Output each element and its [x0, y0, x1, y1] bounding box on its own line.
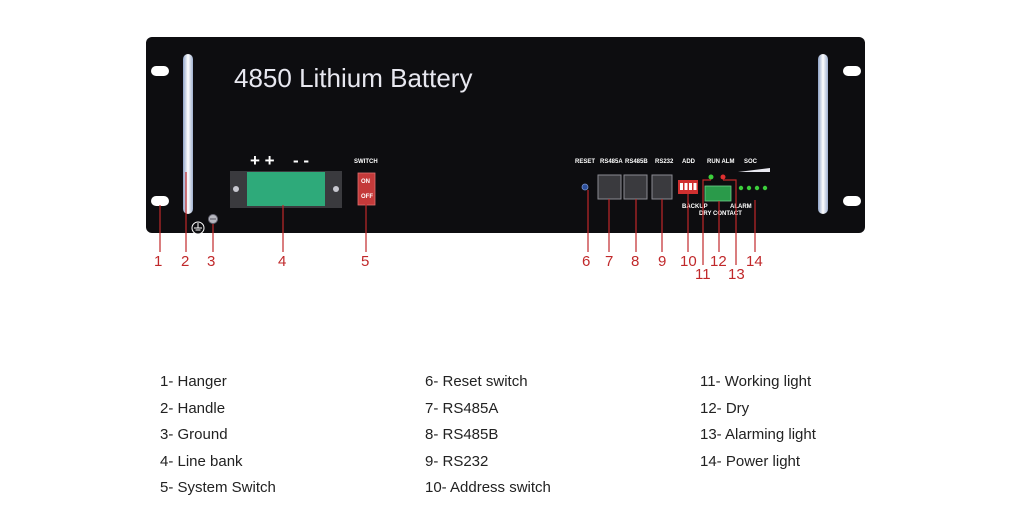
power-light-4 [762, 185, 768, 191]
address-switch-key-4 [693, 183, 697, 190]
legend-item-rs485a: 7- RS485A [425, 399, 499, 417]
legend-item-system-switch: 5- System Switch [160, 479, 276, 496]
callout-10: 10 [680, 253, 697, 270]
system-switch[interactable] [357, 172, 376, 206]
line-bank-screw-right [333, 186, 339, 192]
legend-item-alarming-light: 13- Alarming light [700, 426, 816, 443]
power-light-2 [746, 185, 752, 191]
switch-label: SWITCH [354, 159, 378, 165]
legend-item-hanger: 1- Hanger [160, 373, 227, 390]
legend-item-rs485b: 8- RS485B [425, 426, 499, 443]
callout-9: 9 [658, 253, 666, 270]
leader-13 [723, 179, 737, 265]
panel-title: 4850 Lithium Battery [234, 63, 472, 93]
run-alm-label: RUN ALM [707, 159, 734, 165]
legend-column-1: 1- Hanger 2- Handle 3- Ground 4- Line ba… [160, 372, 276, 505]
rs485b-label: RS485B [625, 159, 648, 165]
alarming-light [720, 174, 726, 180]
legend-item-reset-switch: 6- Reset switch [425, 373, 528, 390]
legend-item-dry: 12- Dry [700, 399, 750, 417]
leader-11 [702, 179, 711, 265]
legend-item-power-light: 14- Power light [700, 452, 801, 470]
add-label: ADD [682, 159, 696, 165]
legend-item-working-light: 11- Working light [700, 373, 812, 390]
reset-switch[interactable] [581, 183, 589, 191]
handle-left [183, 54, 193, 214]
legend-item-address-switch: 10- Address switch [425, 479, 551, 496]
soc-label: SOC [744, 159, 758, 165]
callout-11: 11 [695, 266, 711, 283]
backup-label: BACKUP [682, 204, 708, 210]
callout-13: 13 [728, 266, 745, 283]
ground-screw-icon [208, 214, 218, 224]
rs485a-port[interactable] [597, 174, 622, 200]
rs485b-port[interactable] [623, 174, 648, 200]
handle-right [818, 54, 828, 214]
legend-item-handle: 2- Handle [160, 399, 226, 417]
callout-8: 8 [631, 253, 639, 270]
terminal-minus-label: - - [293, 151, 309, 170]
legend-item-rs232: 9- RS232 [425, 452, 489, 470]
hanger-slot-bottom-left [151, 196, 169, 206]
dry-contact-connector[interactable] [704, 185, 732, 202]
callout-7: 7 [605, 253, 613, 270]
rs485a-label: RS485A [600, 159, 623, 165]
legend: 1- Hanger 2- Handle 3- Ground 4- Line ba… [0, 372, 1024, 512]
hanger-slot-top-left [151, 66, 169, 76]
legend-column-2: 6- Reset switch 7- RS485A 8- RS485B 9- R… [425, 372, 551, 505]
hanger-slot-top-right [843, 66, 861, 76]
soc-indicator-wedge [738, 168, 770, 172]
callout-4: 4 [278, 253, 286, 270]
alarm-label: ALARM [730, 204, 752, 210]
rs232-port[interactable] [651, 174, 673, 200]
address-switch-key-2 [684, 183, 688, 190]
switch-on-label: ON [361, 179, 370, 185]
terminal-plus-label: + + [250, 151, 275, 170]
address-switch-key-3 [689, 183, 692, 190]
callout-2: 2 [181, 253, 189, 270]
ground-icon [191, 221, 205, 235]
callout-6: 6 [582, 253, 590, 270]
callout-3: 3 [207, 253, 215, 270]
power-light-3 [754, 185, 760, 191]
legend-item-line-bank: 4- Line bank [160, 452, 243, 470]
callout-5: 5 [361, 253, 369, 270]
hanger-slot-bottom-right [843, 196, 861, 206]
legend-column-3: 11- Working light 12- Dry 13- Alarming l… [700, 372, 816, 478]
dry-contact-label: DRY CONTACT [699, 211, 742, 217]
legend-item-ground: 3- Ground [160, 426, 228, 443]
line-bank-terminal [247, 172, 325, 206]
callout-leaders [159, 172, 756, 265]
working-light [708, 174, 714, 180]
address-switch-key-1 [680, 183, 683, 190]
callout-1: 1 [154, 253, 162, 270]
reset-label: RESET [575, 159, 595, 165]
callout-14: 14 [746, 253, 763, 270]
switch-off-label: OFF [361, 194, 373, 200]
rs232-label: RS232 [655, 159, 674, 165]
callout-12: 12 [710, 253, 727, 270]
line-bank-screw-left [233, 186, 239, 192]
power-light-1 [738, 185, 744, 191]
